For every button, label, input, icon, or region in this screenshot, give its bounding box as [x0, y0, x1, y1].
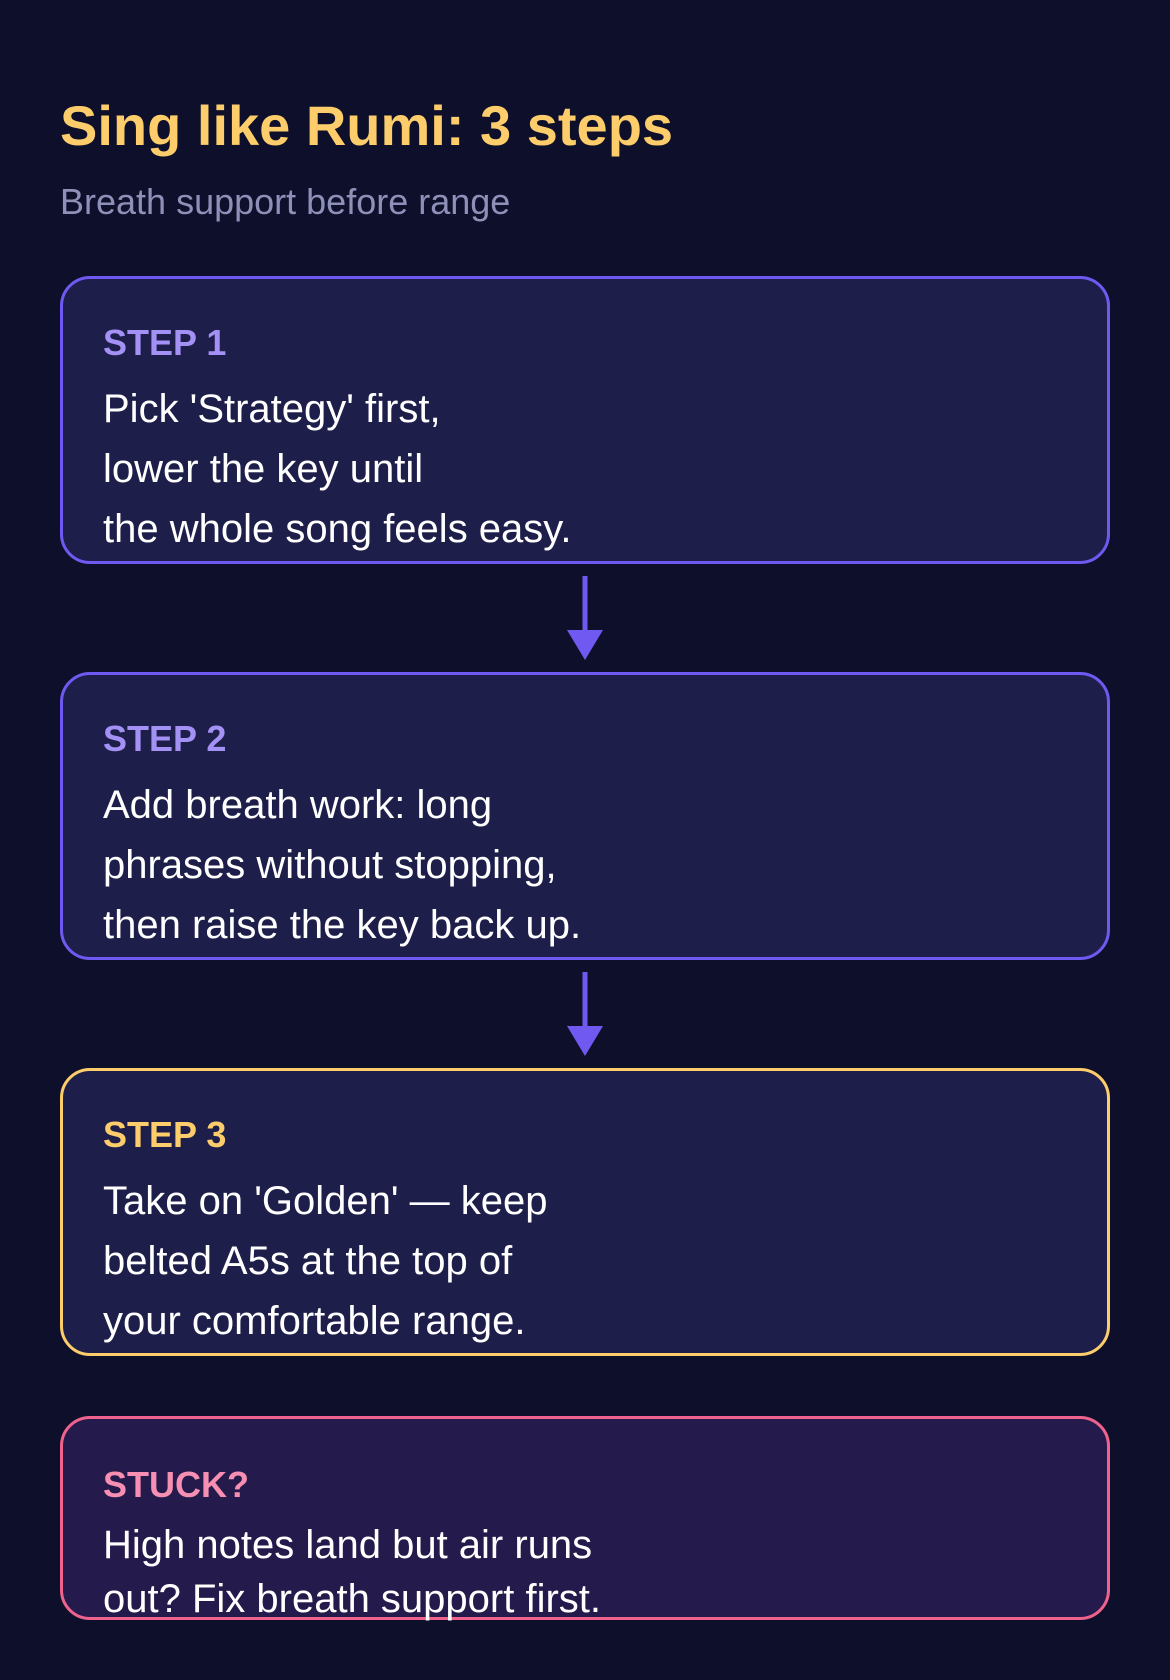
page-subtitle: Breath support before range [60, 181, 511, 222]
stuck-text-line: High notes land but air runs [103, 1523, 593, 1567]
stuck-text-line: out? Fix breath support first. [103, 1577, 602, 1621]
down-arrow-icon [567, 576, 603, 660]
step-card-3: STEP 3 Take on 'Golden' — keep belted A5… [60, 1068, 1110, 1356]
step-text-line: Take on 'Golden' — keep [103, 1179, 548, 1223]
page-title: Sing like Rumi: 3 steps [60, 94, 674, 157]
stuck-label: STUCK? [103, 1464, 249, 1505]
step-label: STEP 2 [103, 718, 227, 759]
down-arrow-icon [567, 972, 603, 1056]
step-card-2: STEP 2 Add breath work: long phrases wit… [60, 672, 1110, 960]
step-text-line: Pick 'Strategy' first, [103, 387, 441, 431]
step-text-line: phrases without stopping, [103, 843, 557, 887]
step-text-line: lower the key until [103, 447, 424, 491]
step-text-line: belted A5s at the top of [103, 1239, 513, 1283]
step-text-line: Add breath work: long [103, 783, 493, 827]
step-text-line: the whole song feels easy. [103, 507, 572, 551]
step-text-line: your comfortable range. [103, 1299, 526, 1343]
step-card-1: STEP 1 Pick 'Strategy' first, lower the … [60, 276, 1110, 564]
step-text-line: then raise the key back up. [103, 903, 582, 947]
step-label: STEP 1 [103, 322, 227, 363]
step-label: STEP 3 [103, 1114, 227, 1155]
stuck-card: STUCK? High notes land but air runs out?… [60, 1416, 1110, 1621]
